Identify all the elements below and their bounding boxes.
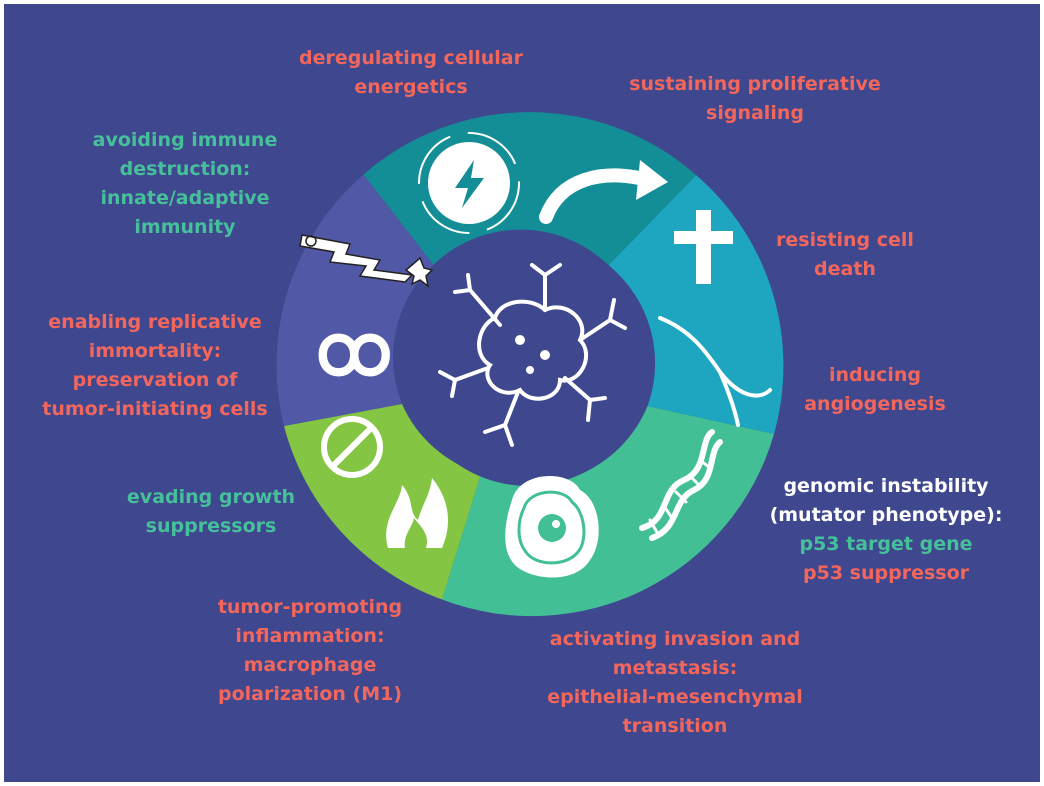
label-avoiding-immune: avoiding immune destruction: innate/adap…	[92, 129, 278, 238]
cross-icon	[674, 210, 733, 284]
vessel-icon	[658, 316, 772, 427]
label-genomic-instability: genomic instability (mutator phenotype):…	[769, 475, 1003, 584]
segment-bottom-left	[284, 404, 481, 600]
center-circle	[404, 238, 652, 486]
arrow-icon	[539, 160, 668, 224]
label-deregulating-energetics: deregulating cellular energetics	[299, 47, 523, 98]
label-sustaining-proliferative: sustaining proliferative signaling	[629, 73, 881, 124]
segment-right	[608, 175, 784, 434]
tumor-icon	[438, 263, 627, 447]
infinity-icon	[318, 333, 390, 377]
cell-icon	[505, 476, 599, 578]
lightning-icon	[418, 132, 520, 234]
dna-icon	[639, 429, 723, 541]
flame-icon	[386, 478, 448, 548]
label-activating-invasion: activating invasion and metastasis: epit…	[547, 628, 803, 737]
label-inducing-angiogenesis: inducing angiogenesis	[804, 364, 946, 415]
label-resisting-cell-death: resisting cell death	[776, 229, 914, 280]
label-evading-growth: evading growth suppressors	[126, 486, 296, 537]
syringe-icon	[299, 234, 434, 288]
pill-icon	[321, 416, 383, 478]
label-enabling-immortality: enabling replicative immortality: preser…	[42, 311, 268, 420]
label-tumor-promoting-inflammation: tumor-promoting inflammation: macrophage…	[217, 596, 403, 705]
